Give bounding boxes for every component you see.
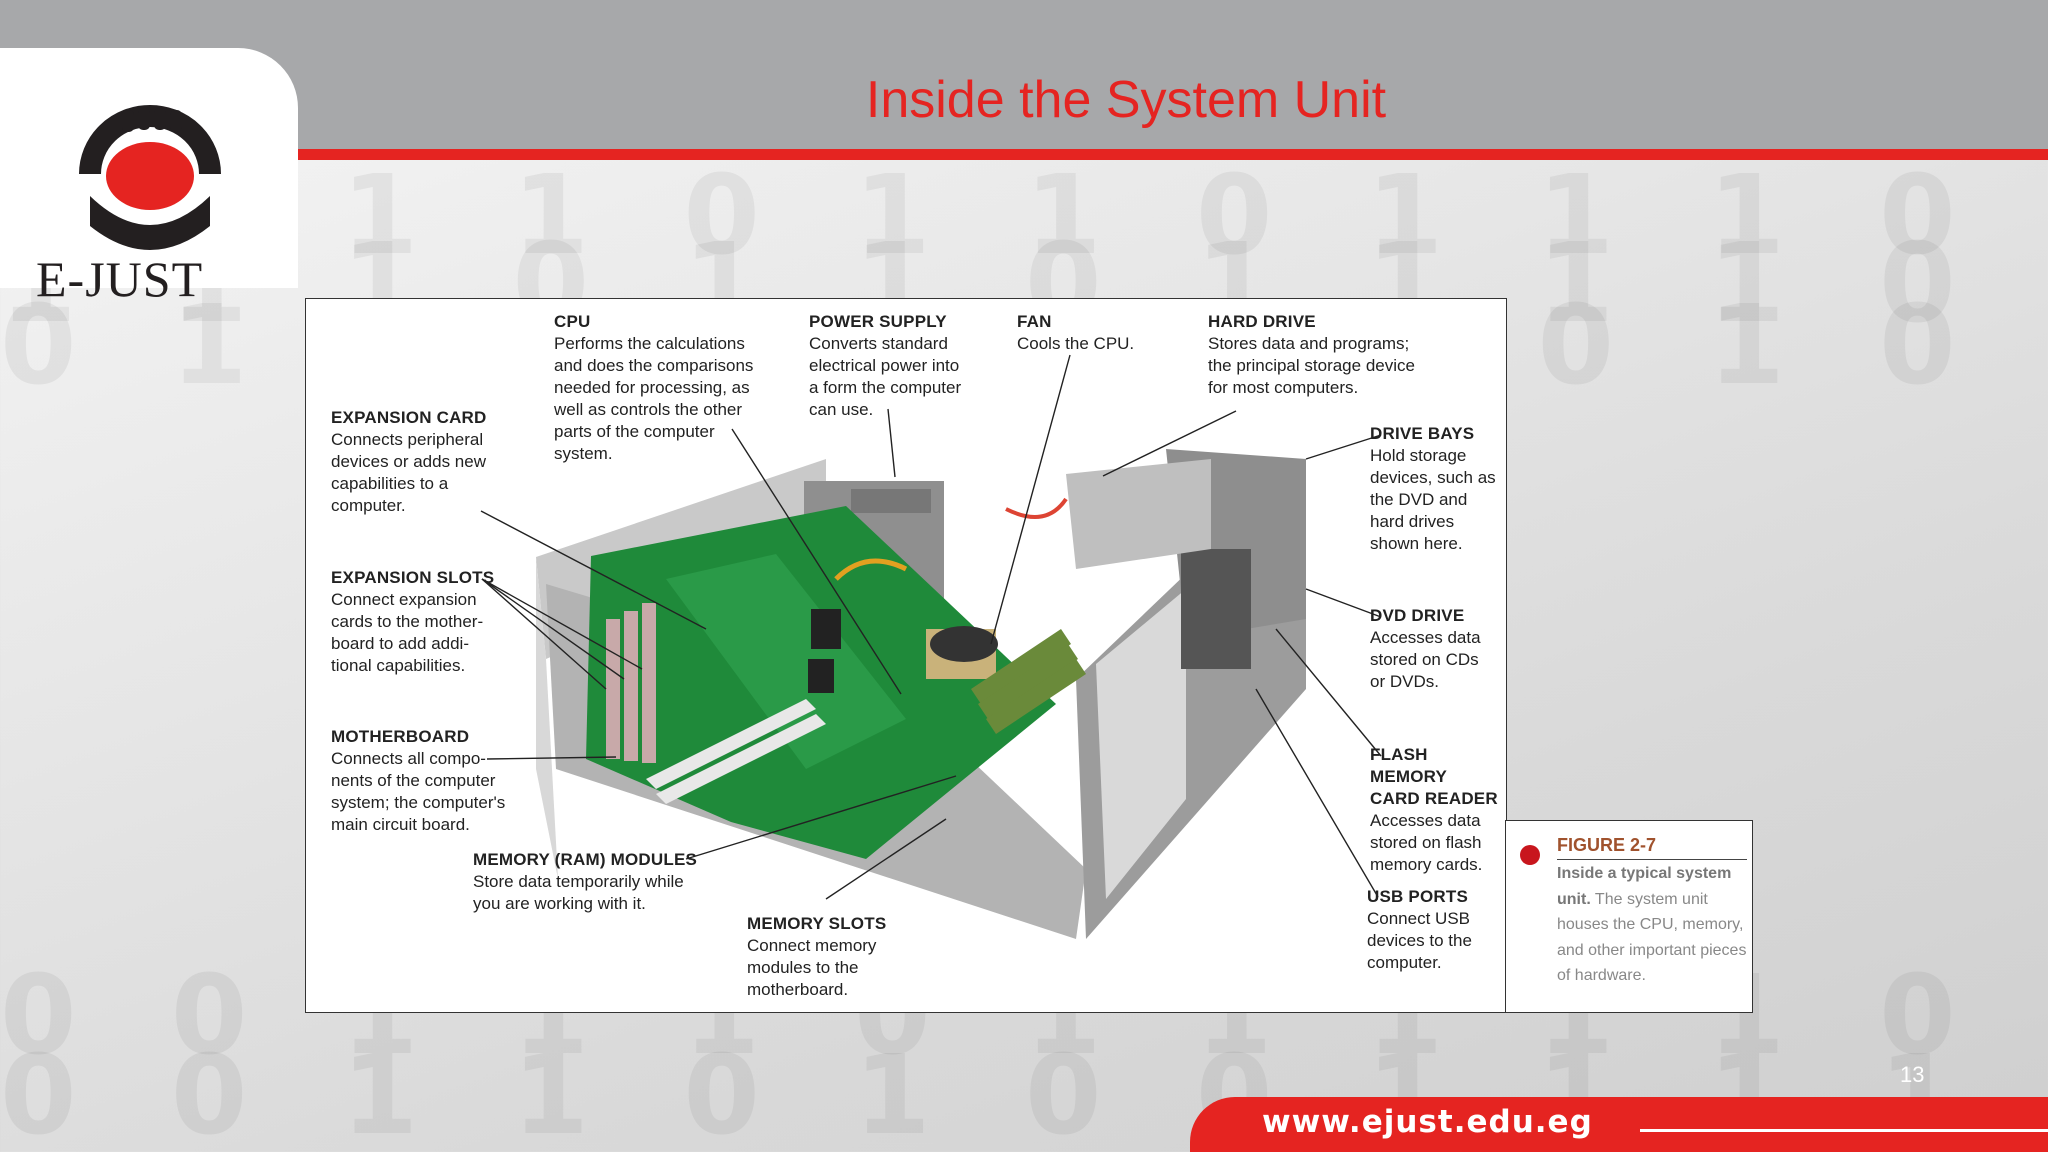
callout-body: Stores data and programs; the principal … — [1208, 334, 1415, 397]
slide-title: Inside the System Unit — [865, 71, 1387, 129]
cpu-fan — [930, 626, 998, 662]
page-number: 13 — [1900, 1062, 1925, 1087]
system-unit-figure: CPU Performs the calculations and does t… — [305, 298, 1507, 1013]
callout-body: Performs the calculations and does the c… — [554, 334, 754, 463]
callout-title: FAN — [1017, 312, 1052, 331]
callout-memory-modules: MEMORY (RAM) MODULES Store data temporar… — [473, 849, 703, 915]
callout-title: MEMORY (RAM) MODULES — [473, 850, 698, 869]
callout-power-supply: POWER SUPPLY Converts standard electrica… — [809, 311, 969, 421]
callout-cpu: CPU Performs the calculations and does t… — [554, 311, 754, 465]
memory-slot — [646, 699, 816, 789]
callout-dvd-drive: DVD DRIVE Accesses data stored on CDs or… — [1370, 605, 1500, 693]
figure-label: FIGURE 2-7 — [1557, 835, 1747, 860]
callout-title: DRIVE BAYS — [1370, 424, 1475, 443]
callout-title: FLASH MEMORY CARD READER — [1370, 745, 1498, 808]
case-rear-edge — [536, 557, 558, 879]
footer-band — [1190, 1097, 2048, 1152]
callout-title: CPU — [554, 312, 591, 331]
callout-body: Accesses data stored on flash memory car… — [1370, 811, 1483, 874]
callout-body: Connect memory modules to the motherboar… — [747, 936, 877, 999]
callout-hard-drive: HARD DRIVE Stores data and programs; the… — [1208, 311, 1428, 399]
callout-memory-slots: MEMORY SLOTS Connect memory modules to t… — [747, 913, 897, 1001]
expansion-slot — [624, 611, 638, 761]
caption-bold: Inside a typical system unit. — [1557, 865, 1732, 908]
callout-body: Connect expansion cards to the mother- b… — [331, 590, 484, 675]
callout-body: Accesses data stored on CDs or DVDs. — [1370, 628, 1481, 691]
figure-marker-icon — [1520, 845, 1540, 865]
hard-drive-unit — [1066, 459, 1211, 569]
expansion-card-chip — [808, 659, 834, 693]
caption-body: The system unit houses the CPU, memory, … — [1557, 890, 1747, 985]
power-cable — [834, 558, 908, 581]
callout-title: POWER SUPPLY — [809, 312, 947, 331]
callout-flash-reader: FLASH MEMORY CARD READER Accesses data s… — [1370, 744, 1502, 876]
memory-slot — [656, 714, 826, 804]
drive-bay-slots — [1181, 549, 1251, 669]
callout-body: Connects peripheral devices or adds new … — [331, 430, 486, 515]
callout-usb-ports: USB PORTS Connect USB devices to the com… — [1367, 886, 1497, 974]
leader-lines — [480, 354, 1382, 900]
callout-title: EXPANSION SLOTS — [331, 568, 495, 587]
callout-drive-bays: DRIVE BAYS Hold storage devices, such as… — [1370, 423, 1500, 555]
callout-body: Connect USB devices to the computer. — [1367, 909, 1472, 972]
callout-fan: FAN Cools the CPU. — [1017, 311, 1137, 355]
expansion-slot — [606, 619, 620, 759]
callout-title: EXPANSION CARD — [331, 408, 487, 427]
ram-module — [971, 629, 1071, 704]
callout-expansion-card: EXPANSION CARD Connects peripheral devic… — [331, 407, 501, 517]
power-supply-vent — [851, 489, 931, 513]
ram-module — [986, 659, 1086, 734]
callout-title: HARD DRIVE — [1208, 312, 1316, 331]
expansion-slot — [642, 603, 656, 763]
header-bar — [0, 0, 2048, 150]
power-cable — [1005, 497, 1068, 519]
figure-caption-box: FIGURE 2-7 Inside a typical system unit.… — [1505, 820, 1753, 1013]
case-front-bezel — [1096, 589, 1186, 899]
expansion-card-chip — [811, 609, 841, 649]
header-red-rule — [296, 149, 2048, 160]
callout-motherboard: MOTHERBOARD Connects all compo- nents of… — [331, 726, 511, 836]
ejust-logo-icon — [79, 105, 221, 250]
callout-title: USB PORTS — [1367, 887, 1468, 906]
ram-module — [978, 644, 1078, 719]
system-unit-illustration — [480, 354, 1382, 939]
callout-title: MEMORY SLOTS — [747, 914, 887, 933]
footer-url: www.ejust.edu.eg — [1262, 1104, 1593, 1140]
callout-body: Cools the CPU. — [1017, 334, 1135, 353]
callout-title: DVD DRIVE — [1370, 606, 1465, 625]
callout-body: Hold storage devices, such as the DVD an… — [1370, 446, 1496, 553]
figure-caption-text: Inside a typical system unit. The system… — [1557, 861, 1747, 989]
background-digits-row: 1 0 1 1 0 1 1 0 1 1 1 0 0 0 1 1 1 0 1 1 … — [0, 160, 2048, 270]
callout-title: MOTHERBOARD — [331, 727, 470, 746]
footer-line — [1640, 1129, 2048, 1132]
callout-body: Connects all compo- nents of the compute… — [331, 749, 506, 834]
expansion-card-board — [666, 554, 906, 769]
callout-body: Converts standard electrical power into … — [809, 334, 962, 419]
callout-expansion-slots: EXPANSION SLOTS Connect expansion cards … — [331, 567, 501, 677]
logo-panel: E-JUST — [0, 48, 298, 307]
logo-text: E-JUST — [36, 251, 204, 307]
callout-body: Store data temporarily while you are wor… — [473, 872, 684, 913]
